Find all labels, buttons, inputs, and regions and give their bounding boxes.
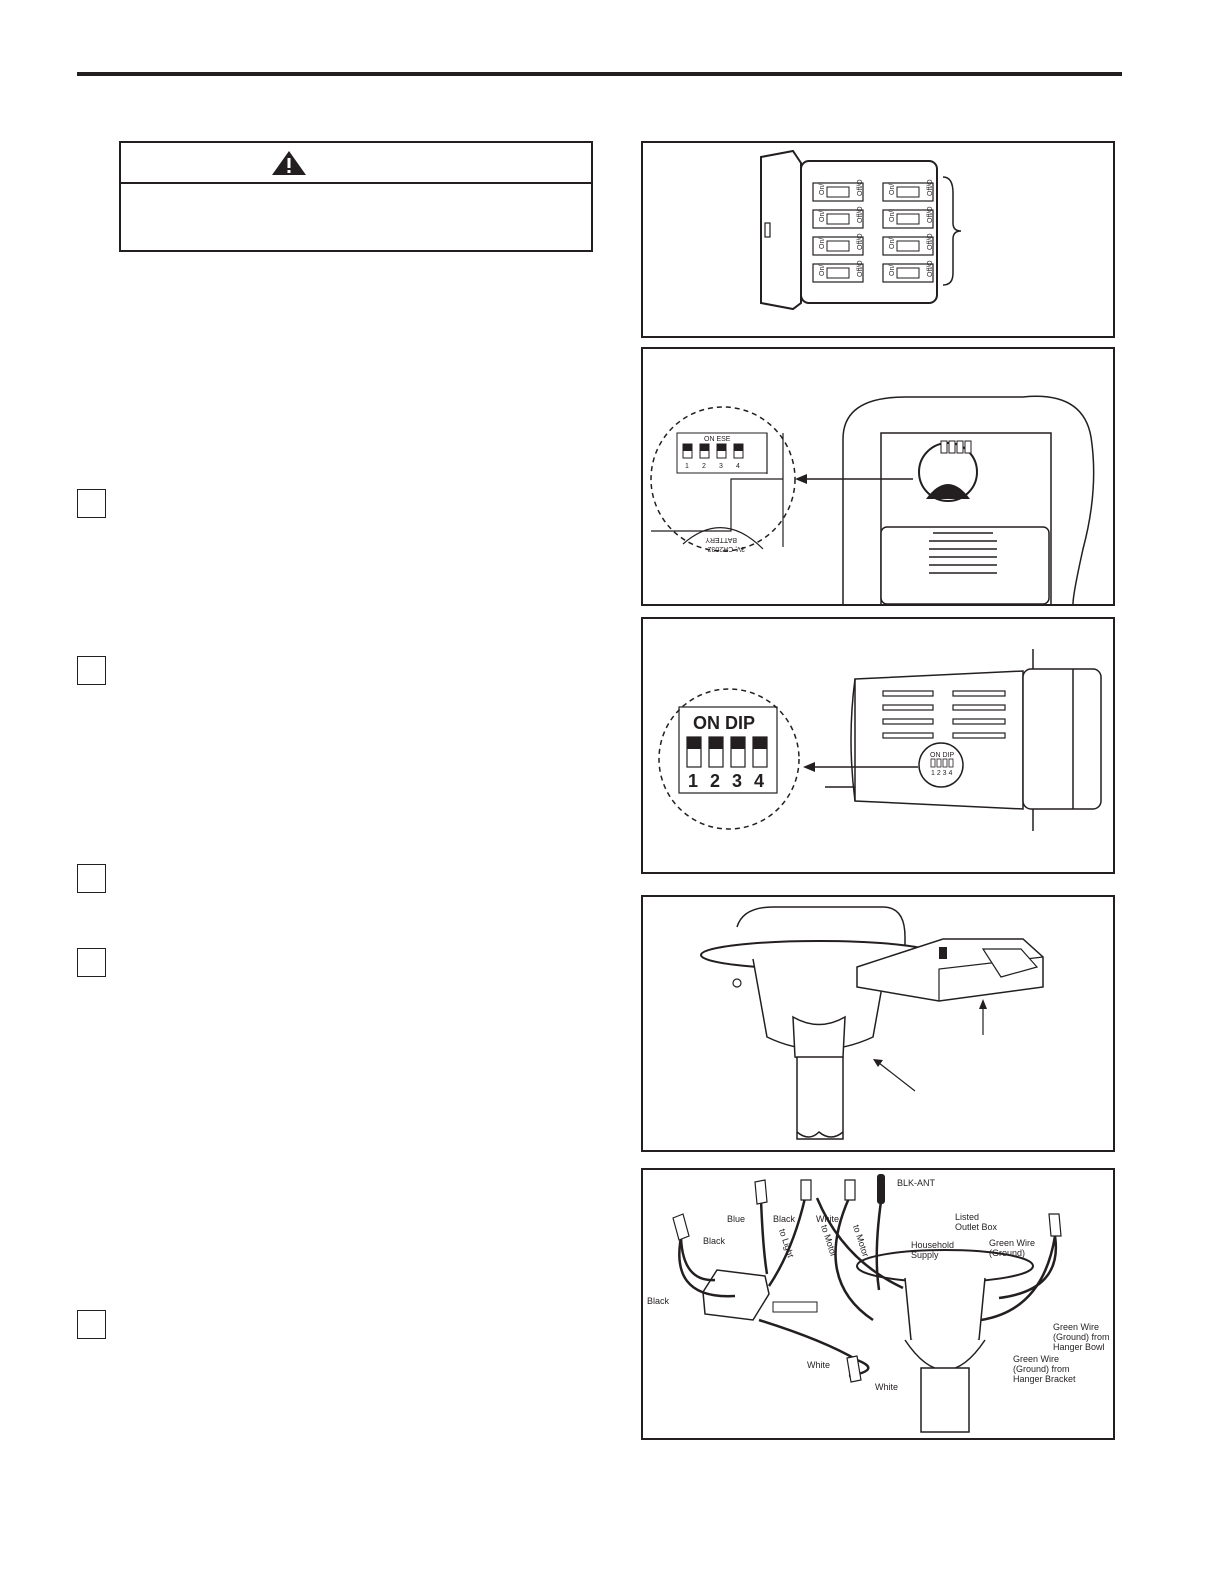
remote-dip-title: ON ESE — [704, 436, 731, 443]
receiver-dip-switch: 4 — [752, 736, 768, 791]
remote-dip-switch: 1 — [682, 443, 693, 470]
receiver-dip-switch: 2 — [708, 736, 724, 791]
remote-dip-number: 2 — [702, 463, 706, 470]
receiver-dip-number: 3 — [732, 771, 742, 791]
breaker-switch: On/I Off/O — [882, 206, 934, 229]
breaker-label-off: Off/O — [857, 206, 864, 223]
antenna-wire — [877, 1174, 885, 1204]
breaker-label-off: Off/O — [857, 233, 864, 250]
remote-dip-number: 1 — [685, 463, 689, 470]
step-checkbox-4[interactable] — [77, 948, 106, 977]
receiver-dip-small-title: ON DIP — [930, 752, 954, 759]
breaker-label-off: Off/O — [927, 179, 934, 196]
breaker-label-off: Off/O — [927, 206, 934, 223]
label-black-far-left: Black — [647, 1296, 670, 1306]
step-checkbox-3[interactable] — [77, 864, 106, 893]
receiver-box — [702, 1269, 770, 1321]
canopy-receiver-figure — [641, 895, 1115, 1152]
breaker-label-off: Off/O — [857, 260, 864, 277]
canopy-arrow — [878, 1062, 916, 1092]
label-green-2: (Ground) — [989, 1248, 1025, 1258]
remote-body — [842, 395, 1095, 604]
receiver-dip-switch: 1 — [686, 736, 702, 791]
receiver-dip-number: 2 — [710, 771, 720, 791]
hanger-bowl — [904, 1277, 986, 1349]
receiver-dip-switch: 3 — [730, 736, 746, 791]
label-to-light: to Light — [777, 1228, 796, 1260]
breaker-switch: On/I Off/O — [812, 260, 864, 283]
breaker-switch: On/I Off/O — [812, 206, 864, 229]
downrod-wiring — [920, 1367, 970, 1433]
remote-dip-switch: 4 — [733, 443, 744, 470]
breaker-switch: On/I Off/O — [812, 233, 864, 256]
breaker-switch: On/I Off/O — [882, 233, 934, 256]
wiring-diagram-figure: BLK-ANT Blue Black White to Light to Mot… — [641, 1168, 1115, 1440]
receiver-end-cap — [1022, 668, 1102, 810]
receiver-dip-number: 4 — [754, 771, 764, 791]
remote-dip-number: 4 — [736, 463, 740, 470]
receiver-dip-small-numbers: 1 2 3 4 — [931, 770, 953, 777]
label-bowl-3: Hanger Bowl — [1053, 1342, 1105, 1352]
remote-dip-switch: 2 — [699, 443, 710, 470]
breaker-label-on: On/I — [819, 263, 826, 276]
label-bowl-1: Green Wire — [1053, 1322, 1099, 1332]
breaker-label-off: Off/O — [927, 260, 934, 277]
breaker-label-off: Off/O — [857, 179, 864, 196]
label-black-top: Black — [773, 1214, 796, 1224]
breaker-label-on: On/I — [889, 263, 896, 276]
breaker-switch: On/I Off/O — [882, 260, 934, 283]
breaker-label-off: Off/O — [927, 233, 934, 250]
label-white-bottom-2: White — [875, 1382, 898, 1392]
label-bracket-2: (Ground) from — [1013, 1364, 1070, 1374]
breaker-label-on: On/I — [819, 209, 826, 222]
label-black-left: Black — [703, 1236, 726, 1246]
label-listed-2: Outlet Box — [955, 1222, 998, 1232]
label-bowl-2: (Ground) from — [1053, 1332, 1110, 1342]
breaker-label-on: On/I — [889, 182, 896, 195]
battery-label-1: 3V, CR2032 — [707, 545, 745, 552]
step-checkbox-2[interactable] — [77, 656, 106, 685]
step-checkbox-1[interactable] — [77, 489, 106, 518]
receiver-dip-title: ON DIP — [693, 713, 755, 733]
warning-box — [119, 141, 593, 252]
breaker-label-on: On/I — [819, 182, 826, 195]
receiver-dip-number: 1 — [688, 771, 698, 791]
dip-zoom-large — [650, 406, 796, 552]
remote-dip-figure: ON ESE 1 2 3 4 3V, CR2032 BATTERY — [641, 347, 1115, 606]
breaker-label-on: On/I — [889, 236, 896, 249]
step-checkbox-5[interactable] — [77, 1310, 106, 1339]
warning-header — [121, 143, 591, 184]
breaker-label-on: On/I — [819, 236, 826, 249]
header-rule — [77, 72, 1122, 76]
battery-label-2: BATTERY — [705, 536, 737, 543]
label-green-1: Green Wire — [989, 1238, 1035, 1248]
remote-dip-number: 3 — [719, 463, 723, 470]
breaker-switch: On/I Off/O — [812, 179, 864, 202]
dip-zoom-small — [918, 442, 978, 502]
label-white-top: White — [816, 1214, 839, 1224]
label-blk-ant: BLK-ANT — [897, 1178, 936, 1188]
downrod — [796, 1056, 844, 1140]
receiver-dip-zoom — [658, 688, 800, 830]
remote-dip-switch: 3 — [716, 443, 727, 470]
breaker-switch: On/I Off/O — [882, 179, 934, 202]
label-bracket-3: Hanger Bracket — [1013, 1374, 1076, 1384]
label-listed-1: Listed — [955, 1212, 979, 1222]
panel-door — [760, 149, 802, 311]
breaker-label-on: On/I — [889, 209, 896, 222]
label-blue: Blue — [727, 1214, 745, 1224]
label-white-bottom-1: White — [807, 1360, 830, 1370]
label-household-1: Household — [911, 1240, 954, 1250]
warning-triangle-icon — [272, 151, 306, 175]
label-household-2: Supply — [911, 1250, 939, 1260]
label-bracket-1: Green Wire — [1013, 1354, 1059, 1364]
breaker-bracket — [942, 176, 962, 286]
